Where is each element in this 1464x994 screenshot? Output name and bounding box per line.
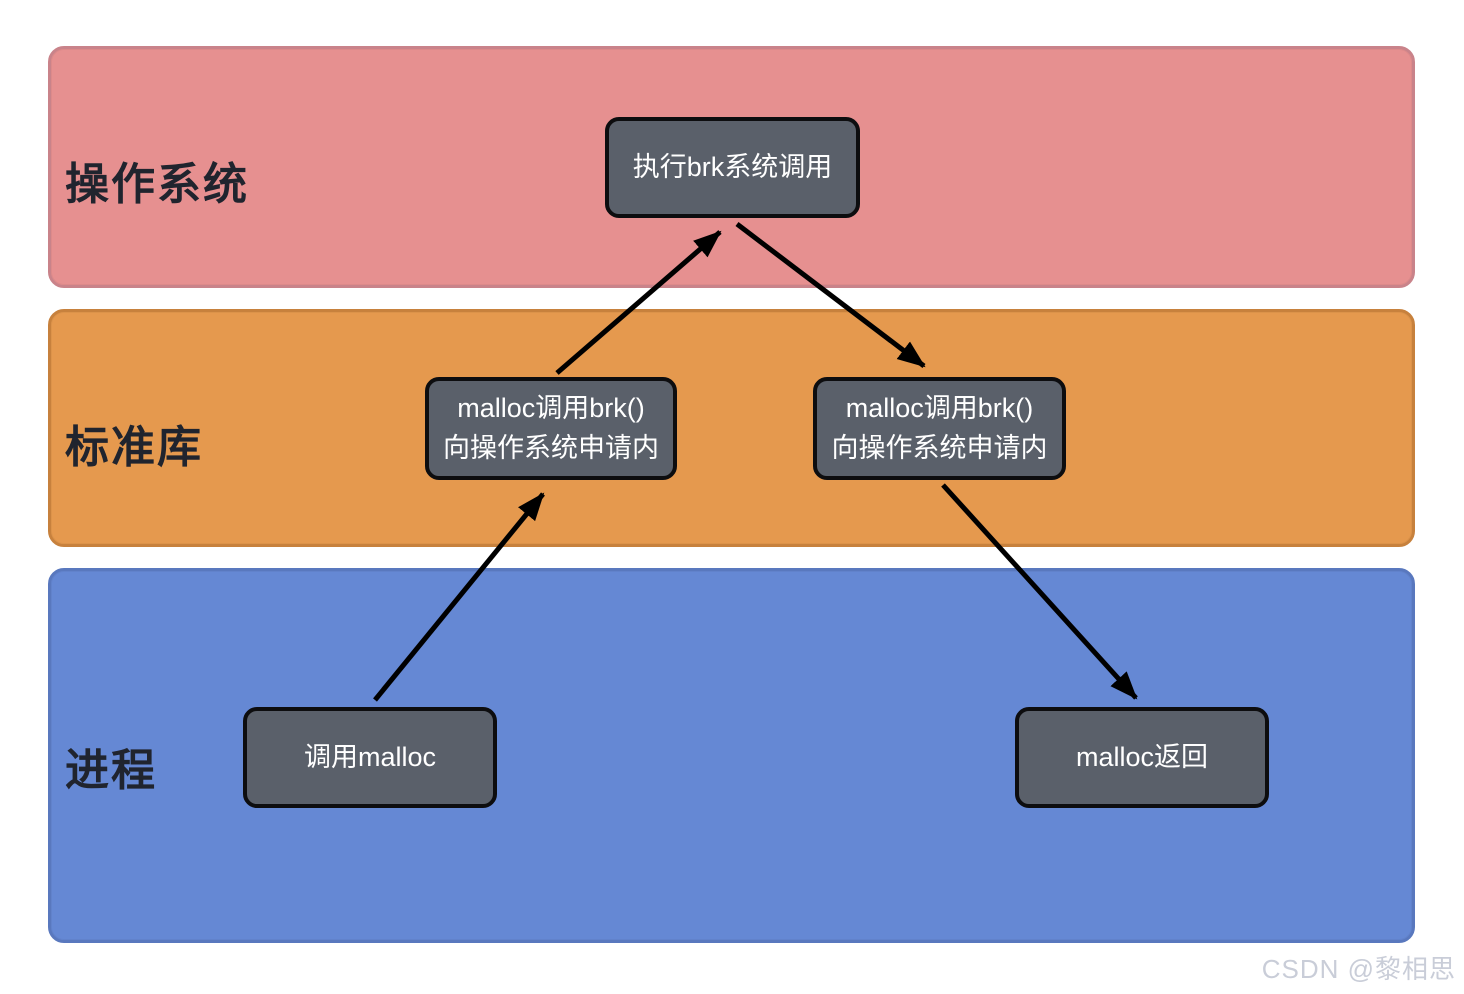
- node-brk-call-text: 执行brk系统调用: [632, 151, 833, 182]
- node-call-malloc: 调用malloc: [243, 707, 497, 808]
- node-malloc-brk-left: malloc调用brk() 向操作系统申请内: [425, 377, 677, 480]
- node-malloc-brk-left-line2: 向操作系统申请内: [443, 432, 659, 463]
- node-malloc-return-text: malloc返回: [1075, 741, 1209, 772]
- node-malloc-brk-left-line1: malloc调用brk(): [457, 393, 645, 424]
- node-call-malloc-text: 调用malloc: [303, 741, 437, 772]
- node-brk-call: 执行brk系统调用: [605, 117, 860, 218]
- layer-band-stdlib: [48, 309, 1415, 547]
- layer-label-stdlib: 标准库: [65, 423, 203, 472]
- node-malloc-return: malloc返回: [1015, 707, 1269, 808]
- node-malloc-brk-right-line2: 向操作系统申请内: [831, 432, 1048, 463]
- node-malloc-brk-right: malloc调用brk() 向操作系统申请内: [813, 377, 1066, 480]
- node-malloc-brk-right-line1: malloc调用brk(): [845, 393, 1034, 424]
- csdn-watermark: CSDN @黎相思: [1261, 954, 1456, 984]
- layer-label-os: 操作系统: [65, 160, 249, 209]
- layer-label-process: 进程: [65, 746, 157, 795]
